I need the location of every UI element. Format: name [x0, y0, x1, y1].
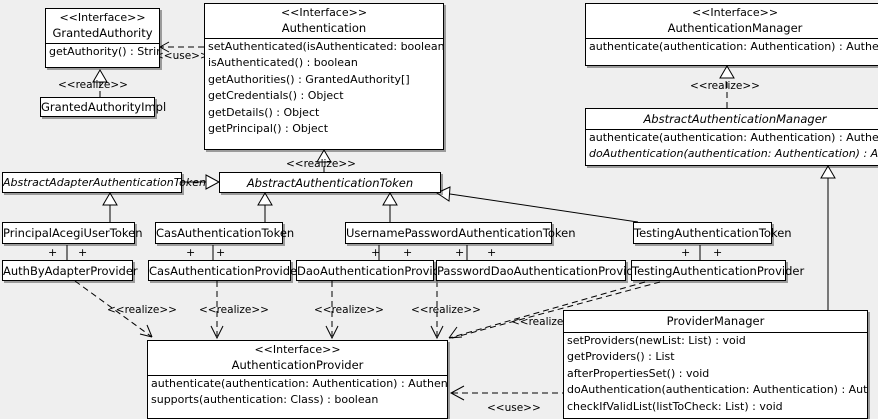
class-testing-authentication-provider[interactable]: TestingAuthenticationProvider [631, 260, 805, 281]
edge-principalacegiusertoken-extends-abstractadapter [102, 192, 118, 222]
class-testing-authentication-token[interactable]: TestingAuthenticationToken [633, 222, 792, 244]
edge-testingauthenticationtoken-extends-abstractauthenticationtoken [435, 186, 639, 223]
class-name-label: AbstractAdapterAuthenticationToken [3, 176, 206, 189]
operation-row: getDetails() : Object [208, 105, 320, 119]
class-authentication-manager[interactable]: <<Interface>> AuthenticationManager auth… [585, 3, 878, 66]
stereotype-label: <<Interface>> [59, 11, 146, 24]
edge-label-realize-authbyadapterprovider: <<realize>> [107, 304, 177, 316]
class-name-label: Authentication [281, 21, 367, 35]
operation-row: doAuthentication(authentication: Authent… [589, 147, 878, 161]
stereotype-label: <<Interface>> [691, 6, 779, 19]
multiplicity-principal-left: + [48, 246, 58, 259]
edge-label-realize-daoauthenticationprovider: <<realize>> [314, 304, 384, 316]
class-header: <<Interface>> AuthenticationManager [586, 4, 878, 38]
class-name-label: ProviderManager [666, 314, 765, 328]
stereotype-label: <<Interface>> [280, 6, 368, 19]
multiplicity-cas-right: + [216, 246, 226, 259]
edge-label-realize-grantedauthorityimpl: <<realize>> [58, 79, 128, 91]
class-name-label: AbstractAuthenticationToken [246, 176, 414, 190]
class-name-label: TestingAuthenticationProvider [632, 264, 805, 278]
operation-row: getAuthority() : String [49, 45, 159, 58]
class-granted-authority[interactable]: <<Interface>> GrantedAuthority getAuthor… [45, 8, 160, 68]
operation-row: doAuthentication(authentication: Authent… [567, 383, 867, 397]
class-name-label: CasAuthenticationProvider [149, 264, 302, 278]
class-name-label: AuthByAdapterProvider [3, 264, 138, 278]
class-name-label: AbstractAuthenticationManager [643, 112, 827, 126]
multiplicity-cas-left: + [186, 246, 196, 259]
class-name-label: PasswordDaoAuthenticationProvider [437, 264, 646, 278]
class-name-label: GrantedAuthorityImpl [41, 100, 167, 114]
edge-label-realize-passworddaoauthenticationprovider: <<realize>> [411, 304, 481, 316]
class-name-label: DaoAuthenticationProvider [297, 264, 452, 278]
edge-label-use-authentication-grantedauthority: <<use>> [155, 50, 209, 62]
edge-providermanager-extends-abstractauthenticationmanager [820, 165, 836, 310]
operations-compartment: setProviders(newList: List) : void getPr… [564, 332, 867, 415]
class-name-label: AuthenticationManager [667, 21, 803, 35]
class-provider-manager[interactable]: ProviderManager setProviders(newList: Li… [563, 310, 868, 419]
class-name-label: CasAuthenticationToken [156, 226, 295, 240]
class-abstract-adapter-authentication-token[interactable]: AbstractAdapterAuthenticationToken [2, 172, 206, 193]
operation-row: getCredentials() : Object [208, 89, 344, 103]
operation-row: setProviders(newList: List) : void [567, 334, 746, 347]
operation-row: authenticate(authentication: Authenticat… [151, 377, 447, 390]
class-name-label: PrincipalAcegiUserToken [3, 226, 143, 240]
multiplicity-userpass-extra: + [487, 246, 497, 259]
multiplicity-userpass-mid: + [403, 246, 413, 259]
class-cas-authentication-token[interactable]: CasAuthenticationToken [155, 222, 295, 244]
multiplicity-userpass-right: + [455, 246, 465, 259]
operations-compartment: getAuthority() : String [46, 43, 159, 60]
class-header: <<Interface>> Authentication [205, 4, 443, 38]
stereotype-label: <<Interface>> [254, 343, 341, 356]
operations-compartment: authenticate(authentication: Authenticat… [148, 375, 447, 409]
operation-row: checkIfValidList(listToCheck: List) : vo… [567, 399, 783, 413]
class-granted-authority-impl[interactable]: GrantedAuthorityImpl [40, 97, 167, 117]
class-header: AbstractAuthenticationManager [586, 109, 878, 129]
edge-label-use-providermanager: <<use>> [487, 402, 541, 414]
class-password-dao-authentication-provider[interactable]: PasswordDaoAuthenticationProvider [436, 260, 646, 281]
edge-casauthenticationtoken-extends-abstractauthenticationtoken [257, 192, 273, 222]
class-authentication[interactable]: <<Interface>> Authentication setAuthenti… [204, 3, 444, 150]
operation-row: getPrincipal() : Object [208, 122, 329, 136]
operation-row: getAuthorities() : GrantedAuthority[] [208, 72, 410, 86]
operations-compartment: setAuthenticated(isAuthenticated: boolea… [205, 38, 443, 137]
class-authentication-provider[interactable]: <<Interface>> AuthenticationProvider aut… [147, 340, 448, 419]
operation-row: authenticate(authentication: Authenticat… [589, 40, 878, 53]
edge-label-realize-abstractauthenticationtoken: <<realize>> [286, 158, 356, 170]
edge-usernamepasswordtoken-extends-abstractauthenticationtoken [382, 192, 398, 222]
class-auth-by-adapter-provider[interactable]: AuthByAdapterProvider [2, 260, 138, 281]
operations-compartment: authenticate(authentication: Authenticat… [586, 38, 878, 55]
class-cas-authentication-provider[interactable]: CasAuthenticationProvider [148, 260, 302, 281]
class-username-password-authentication-token[interactable]: UsernamePasswordAuthenticationToken [345, 222, 576, 244]
edge-label-realize-casauthenticationprovider: <<realize>> [199, 304, 269, 316]
multiplicity-testing-left: + [681, 246, 691, 259]
operation-row: isAuthenticated() : boolean [208, 56, 358, 70]
class-abstract-authentication-token[interactable]: AbstractAuthenticationToken [219, 172, 441, 193]
multiplicity-testing-right: + [713, 246, 723, 259]
operation-row: getProviders() : List [567, 350, 675, 364]
operation-row: supports(authentication: Class) : boolea… [151, 393, 379, 407]
class-name-label: GrantedAuthority [52, 26, 153, 40]
multiplicity-userpass-left: + [371, 246, 381, 259]
class-name-label: TestingAuthenticationToken [634, 226, 792, 240]
class-dao-authentication-provider[interactable]: DaoAuthenticationProvider [296, 260, 452, 281]
operation-row: setAuthenticated(isAuthenticated: boolea… [208, 40, 443, 53]
class-abstract-authentication-manager[interactable]: AbstractAuthenticationManager authentica… [585, 108, 878, 166]
edge-label-realize-abstractauthenticationmanager: <<realize>> [690, 80, 760, 92]
class-name-label: UsernamePasswordAuthenticationToken [346, 226, 576, 240]
class-header: <<Interface>> GrantedAuthority [46, 9, 159, 43]
operation-row: authenticate(authentication: Authenticat… [589, 131, 878, 144]
class-principal-acegi-user-token[interactable]: PrincipalAcegiUserToken [2, 222, 143, 244]
class-name-label: AuthenticationProvider [231, 358, 364, 372]
class-header: <<Interface>> AuthenticationProvider [148, 341, 447, 375]
operations-compartment: authenticate(authentication: Authenticat… [586, 129, 878, 163]
class-header: ProviderManager [564, 311, 867, 332]
multiplicity-principal-right: + [78, 246, 88, 259]
operation-row: afterPropertiesSet() : void [567, 366, 710, 380]
